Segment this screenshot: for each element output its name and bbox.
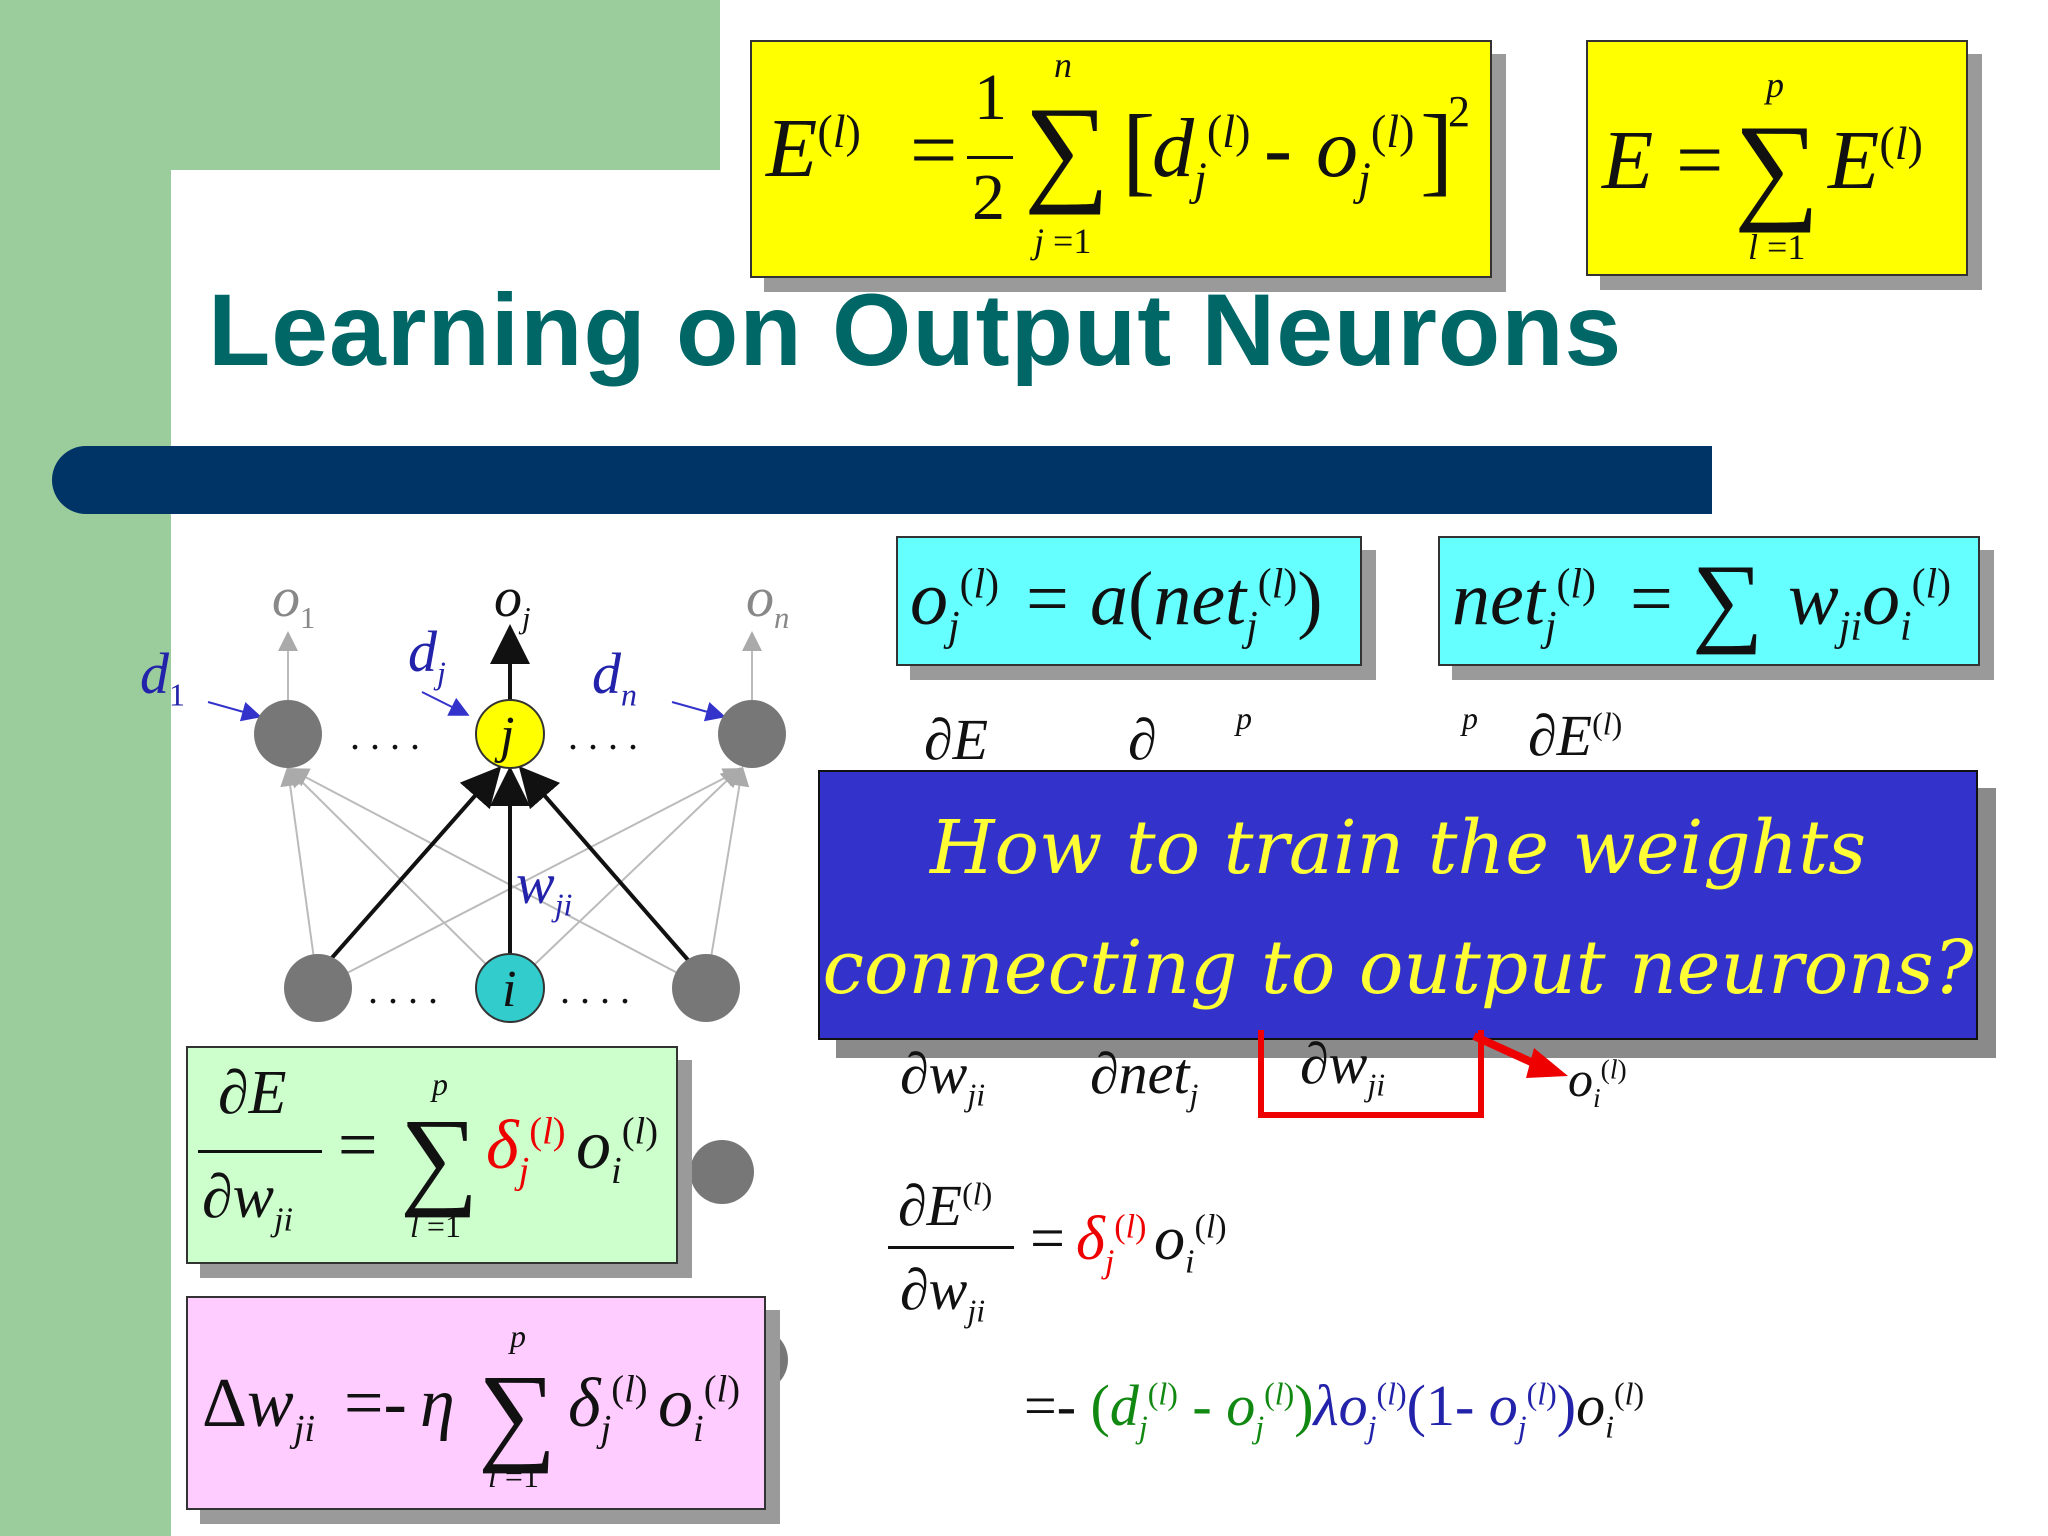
node-i-label: i: [502, 961, 517, 1018]
dots-bottom-left: . . . .: [368, 967, 438, 1012]
output-node-n: [718, 700, 786, 768]
label-wji: wji: [516, 851, 573, 923]
weight-update-equation-box: Δwji =- η p ∑ l =1 δj(l) oi(l): [186, 1296, 766, 1510]
dots-top-right: . . . .: [568, 713, 638, 758]
label-dj: dj: [408, 619, 446, 691]
input-node-n: [672, 954, 740, 1022]
input-node-1: [284, 954, 352, 1022]
net-input-equation-box: netj(l) = ∑ wjioi(l): [1438, 536, 1980, 666]
node-j-label: j: [500, 707, 515, 764]
label-o1: o1: [272, 567, 316, 636]
page-title: Learning on Output Neurons: [208, 273, 1623, 387]
label-dn: dn: [592, 641, 637, 713]
top-green-band: [0, 0, 720, 170]
question-callout: How to train the weights connecting to o…: [818, 770, 1978, 1040]
hidden-gray-node-1: [690, 1140, 754, 1204]
title-underline-bar: [52, 446, 1712, 514]
label-on: on: [746, 567, 790, 636]
error-total-equation-box: E = p ∑ l =1 E(l): [1586, 40, 1968, 276]
error-pattern-equation-box: E(l) = 1 2 n ∑ j =1 [ dj(l) - oj(l) ] 2: [750, 40, 1492, 278]
output-node-1: [254, 700, 322, 768]
delta-expansion-equation: =- (dj(l) - oj(l))λoj(l)(1- oj(l))oi(l): [1024, 1373, 1645, 1445]
label-d1: d1: [140, 641, 185, 713]
error-pattern-lhs: E(l): [766, 102, 861, 195]
question-line-2: connecting to output neurons?: [822, 925, 1974, 1011]
neural-network-diagram: [207, 624, 786, 1023]
gradient-total-equation-box: ∂E ∂wji = p ∑ l =1 δj(l) oi(l): [186, 1046, 678, 1264]
left-green-band: [0, 0, 171, 1536]
question-line-1: How to train the weights: [929, 805, 1867, 891]
input-node-i: [475, 953, 545, 1023]
output-node-j: [475, 699, 545, 769]
sigma-symbol: ∑: [1024, 82, 1110, 215]
red-arrow: [1472, 1032, 1568, 1078]
output-activation-equation-box: oj(l) = a(netj(l)): [896, 536, 1362, 666]
dots-top-left: . . . .: [350, 713, 420, 758]
dots-bottom-right: . . . .: [560, 967, 630, 1012]
highlight-red-box: [1258, 1030, 1484, 1118]
label-oj: oj: [494, 567, 531, 636]
